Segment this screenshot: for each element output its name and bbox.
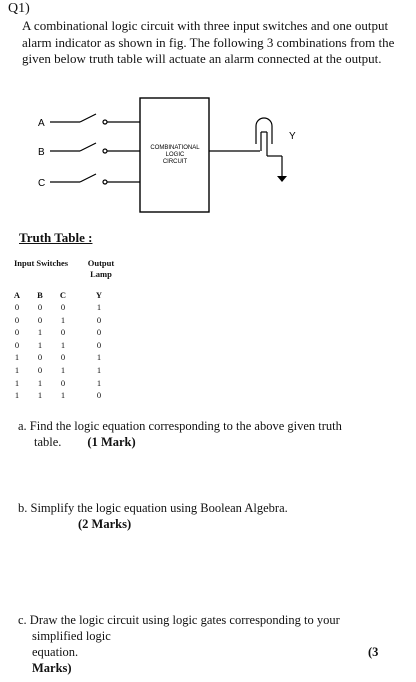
table-cell: 1 bbox=[37, 377, 43, 388]
table-cell: 1 bbox=[60, 365, 66, 375]
table-cell: 0 bbox=[37, 302, 43, 312]
table-cell: 1 bbox=[14, 377, 20, 388]
table-cell: 1 bbox=[37, 327, 43, 338]
input-label-b: B bbox=[38, 147, 45, 158]
table-cell: 0 bbox=[96, 314, 102, 325]
circuit-diagram: A B C COMBINATIONAL LOGIC CIRCUIT Y bbox=[38, 97, 296, 213]
part-a: a. Find the logic equation corresponding… bbox=[18, 419, 342, 449]
output-label-y: Y bbox=[289, 131, 296, 142]
part-c: c. Draw the logic circuit using logic ga… bbox=[18, 613, 379, 675]
table-cell: 0 bbox=[14, 327, 20, 338]
col-header-b: B bbox=[37, 290, 43, 300]
table-cell: 1 bbox=[60, 390, 66, 401]
table-cell: 0 bbox=[60, 352, 66, 363]
table-cell: 1 bbox=[14, 390, 20, 401]
table-cell: 0 bbox=[60, 377, 66, 388]
block-line-3: CIRCUIT bbox=[163, 159, 188, 165]
input-label-a: A bbox=[38, 118, 45, 129]
table-cell: 1 bbox=[14, 352, 20, 363]
input-label-c: C bbox=[38, 178, 45, 189]
table-cell: 1 bbox=[37, 390, 43, 401]
table-cell: 1 bbox=[14, 365, 20, 375]
table-cell: 0 bbox=[60, 327, 66, 338]
col-header-y: Y bbox=[95, 290, 103, 300]
block-line-1: COMBINATIONAL bbox=[150, 145, 200, 151]
table-cell: 1 bbox=[60, 339, 66, 350]
table-cell: 1 bbox=[96, 302, 102, 312]
part-b: b. Simplify the logic equation using Boo… bbox=[18, 501, 288, 531]
table-cell: 0 bbox=[96, 327, 102, 338]
table-cell: 1 bbox=[96, 365, 102, 375]
table-cell: 1 bbox=[96, 352, 102, 363]
table-cell: 1 bbox=[60, 314, 66, 325]
input-switches-header: Input Switches bbox=[13, 258, 69, 268]
block-line-2: LOGIC bbox=[166, 152, 185, 158]
table-cell: 0 bbox=[14, 339, 20, 350]
ground-arrow-icon bbox=[277, 176, 287, 182]
truth-table-title: Truth Table : bbox=[19, 230, 93, 245]
table-cell: 0 bbox=[14, 314, 20, 325]
col-header-a: A bbox=[13, 290, 21, 300]
table-cell: 0 bbox=[14, 302, 20, 312]
table-cell: 0 bbox=[37, 314, 43, 325]
table-cell: 0 bbox=[96, 390, 102, 401]
question-intro: A combinational logic circuit with three… bbox=[22, 18, 395, 66]
table-cell: 1 bbox=[96, 377, 102, 388]
table-cell: 0 bbox=[37, 365, 43, 375]
question-number: Q1) bbox=[8, 1, 30, 16]
output-lamp-header: Output Lamp bbox=[87, 258, 115, 279]
table-cell: 0 bbox=[60, 302, 66, 312]
table-cell: 1 bbox=[37, 339, 43, 350]
table-cell: 0 bbox=[96, 339, 102, 350]
col-header-c: C bbox=[59, 290, 67, 300]
table-cell: 0 bbox=[37, 352, 43, 363]
